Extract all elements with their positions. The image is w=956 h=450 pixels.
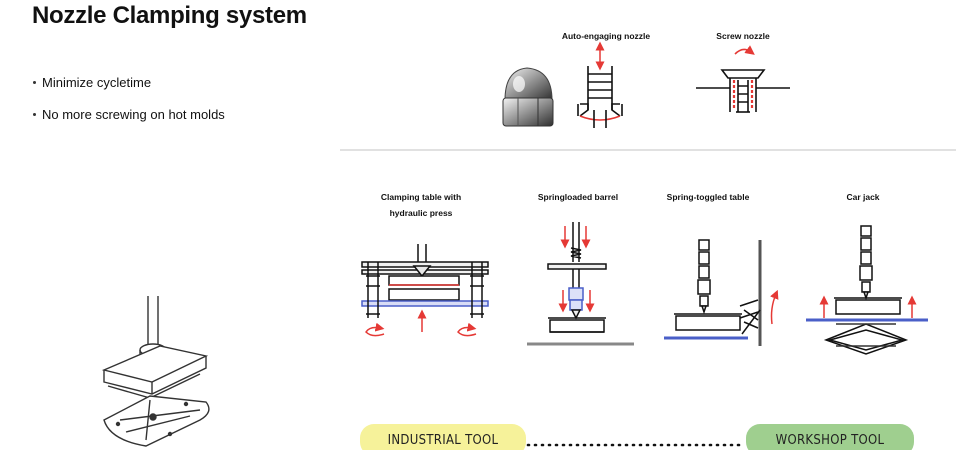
caption-clamping-table-line1: Clamping table with: [380, 192, 462, 202]
bullet-minimize-cycletime: Minimize cycletime: [33, 75, 151, 90]
screw-nozzle-diagram: [696, 45, 790, 113]
tool-scale: [360, 424, 914, 450]
bullet-text: Minimize cycletime: [42, 75, 152, 90]
caption-springloaded-barrel: Springloaded barrel: [537, 192, 619, 202]
acorn-nut-image: [502, 67, 554, 127]
caption-auto-engaging-nozzle: Auto-engaging nozzle: [561, 31, 651, 41]
industrial-tool-pill-shape: [360, 424, 526, 450]
industrial-tool-label: INDUSTRIAL TOOL: [387, 433, 499, 448]
bullet-text: No more screwing on hot molds: [42, 107, 225, 122]
spring-toggled-table-diagram: [664, 239, 779, 346]
springloaded-barrel-diagram: [527, 222, 634, 346]
caption-screw-nozzle: Screw nozzle: [716, 31, 770, 41]
auto-engaging-nozzle-diagram: [577, 41, 623, 128]
caption-spring-toggled-table: Spring-toggled table: [666, 192, 750, 202]
press-sketch-diagram: [101, 296, 210, 447]
caption-car-jack: Car jack: [846, 192, 880, 202]
car-jack-diagram: [806, 225, 928, 355]
workshop-tool-label: WORKSHOP TOOL: [775, 433, 885, 448]
bullet-dot: [33, 81, 36, 85]
bullet-no-screwing: No more screwing on hot molds: [33, 107, 225, 122]
page-title: Nozzle Clamping system: [32, 2, 307, 29]
bullet-dot: [33, 113, 36, 117]
caption-clamping-table-line2: hydraulic press: [389, 208, 453, 218]
workshop-tool-pill-shape: [746, 424, 914, 450]
clamping-table-hydraulic-press-diagram: [361, 244, 489, 337]
